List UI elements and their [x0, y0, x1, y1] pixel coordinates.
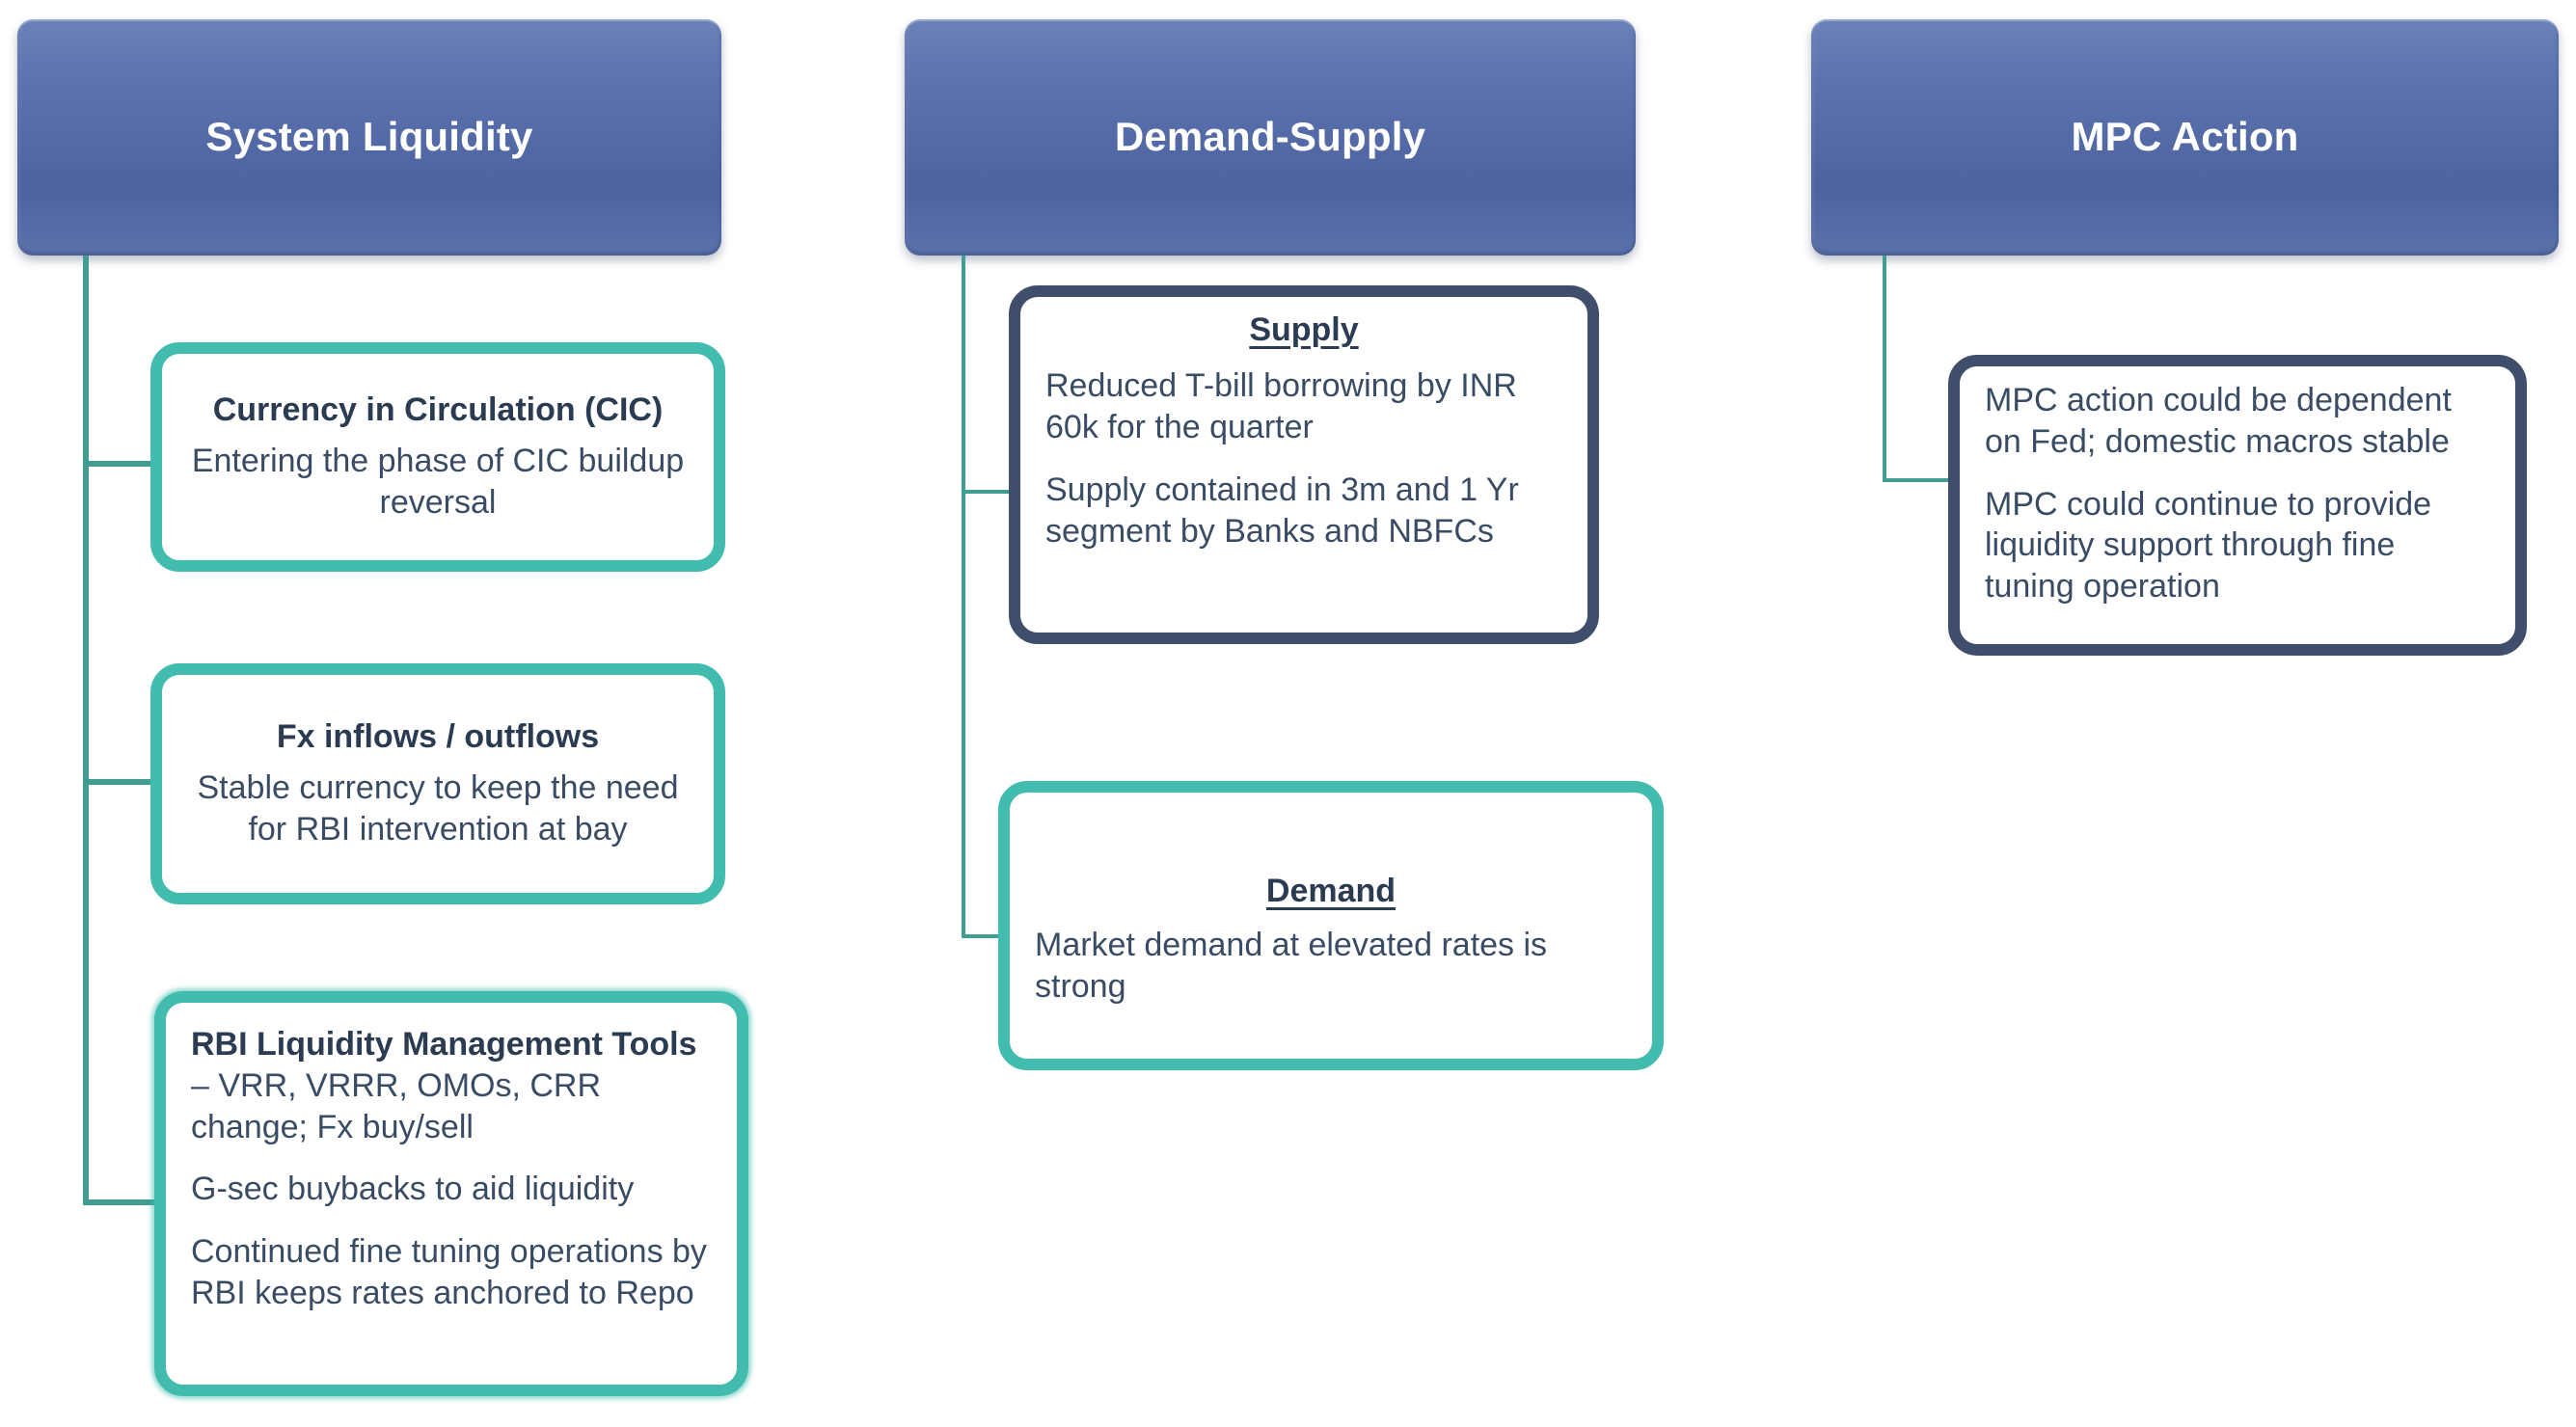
box-title-demand: Demand — [1265, 873, 1396, 909]
box-body-mpc-p1: MPC action could be dependent on Fed; do… — [1985, 382, 2452, 460]
box-body-fx-inflows-outflows: Stable currency to keep the need for RBI… — [197, 768, 679, 848]
box-body-demand: Market demand at elevated rates is stron… — [1035, 927, 1548, 1006]
box-title-fx-inflows-outflows: Fx inflows / outflows — [276, 718, 600, 756]
connector-branch-rbi-tools — [83, 1199, 158, 1205]
rbi-tools-lead-rest: – VRR, VRRR, OMOs, CRR change; Fx buy/se… — [191, 1066, 602, 1145]
box-mpc-details[interactable]: MPC action could be dependent on Fed; do… — [1948, 355, 2527, 656]
header-title-system-liquidity: System Liquidity — [205, 114, 533, 160]
header-box-mpc-action[interactable]: MPC Action — [1811, 19, 2559, 256]
header-title-mpc-action: MPC Action — [2071, 114, 2299, 160]
connector-branch-fx — [83, 779, 158, 785]
box-body-supply-p1: Reduced T-bill borrowing by INR 60k for … — [1045, 367, 1517, 446]
connector-trunk-mpc-action — [1883, 256, 1886, 482]
box-supply[interactable]: Supply Reduced T-bill borrowing by INR 6… — [1009, 285, 1599, 644]
connector-branch-supply — [962, 490, 1016, 494]
box-body-mpc-p2: MPC could continue to provide liquidity … — [1985, 485, 2432, 606]
header-box-system-liquidity[interactable]: System Liquidity — [17, 19, 721, 256]
box-body-rbi-tools-p2: G-sec buybacks to aid liquidity — [191, 1171, 635, 1208]
connector-branch-demand — [962, 934, 1016, 938]
box-title-currency-in-circulation: Currency in Circulation (CIC) — [212, 391, 664, 429]
connector-branch-cic — [83, 461, 158, 467]
box-fx-inflows-outflows[interactable]: Fx inflows / outflows Stable currency to… — [150, 663, 725, 904]
header-box-demand-supply[interactable]: Demand-Supply — [905, 19, 1636, 256]
box-demand[interactable]: Demand Market demand at elevated rates i… — [998, 781, 1664, 1070]
box-currency-in-circulation[interactable]: Currency in Circulation (CIC) Entering t… — [150, 342, 725, 572]
connector-trunk-system-liquidity — [83, 256, 89, 1205]
box-body-rbi-tools-p3: Continued fine tuning operations by RBI … — [191, 1233, 707, 1312]
box-body-supply-p2: Supply contained in 3m and 1 Yr segment … — [1045, 471, 1519, 550]
box-title-supply: Supply — [1249, 311, 1359, 348]
box-body-currency-in-circulation: Entering the phase of CIC buildup revers… — [191, 442, 685, 521]
connector-trunk-demand-supply — [962, 256, 965, 938]
header-title-demand-supply: Demand-Supply — [1114, 114, 1426, 160]
connector-branch-mpc-details — [1883, 478, 1952, 482]
box-body-rbi-tools-lead: RBI Liquidity Management Tools – VRR, VR… — [191, 1024, 712, 1147]
rbi-tools-lead-bold: RBI Liquidity Management Tools — [191, 1026, 697, 1063]
box-rbi-liquidity-management-tools[interactable]: RBI Liquidity Management Tools – VRR, VR… — [154, 991, 748, 1396]
